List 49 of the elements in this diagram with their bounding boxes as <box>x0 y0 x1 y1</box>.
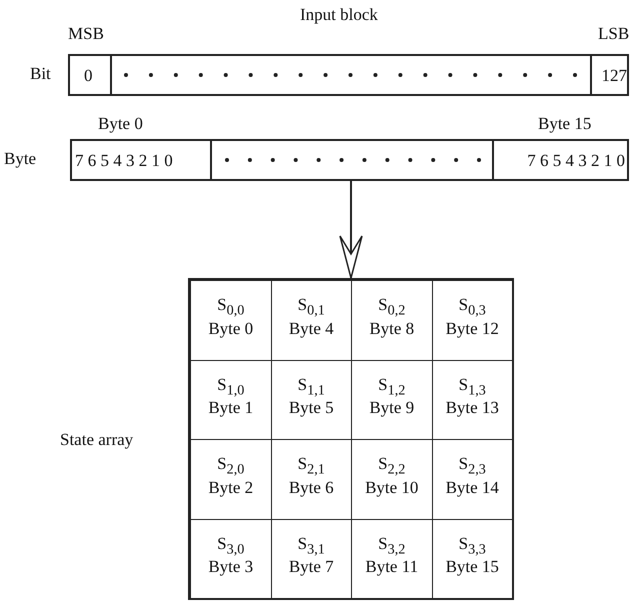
byte-label: Byte 8 <box>369 318 414 338</box>
byte-label: Byte 9 <box>369 398 414 418</box>
state-element: S$_{2,0}$ <box>217 454 244 478</box>
byte-label: Byte 13 <box>446 398 499 418</box>
arrow <box>339 181 363 279</box>
bit-order-label: LSB <box>598 25 630 42</box>
row-label: Bit <box>30 65 51 82</box>
state-element: S$_{3,0}$ <box>217 534 244 558</box>
state-element: S$_{0,1}$ <box>298 295 325 319</box>
state-element: S$_{2,1}$ <box>298 454 325 478</box>
byte-label: Byte 0 <box>208 318 254 338</box>
byte-label: Byte 11 <box>365 557 418 577</box>
byte-row-box <box>70 139 629 181</box>
block-title: Input block <box>300 6 378 23</box>
bit-row-box <box>68 54 629 96</box>
byte-label: Byte 12 <box>446 318 499 338</box>
byte-label: Byte 1 <box>208 398 254 418</box>
grid-label: State array <box>60 431 134 448</box>
state-element: S$_{1,3}$ <box>458 374 486 398</box>
state-element: S$_{3,3}$ <box>458 534 486 558</box>
state-element: S$_{1,1}$ <box>298 374 325 398</box>
state-element: S$_{0,0}$ <box>217 295 244 319</box>
byte-label: Byte 3 <box>208 557 254 577</box>
state-element: S$_{0,2}$ <box>378 295 406 319</box>
bit-order: 7 6 5 4 3 2 1 0 <box>75 152 173 169</box>
bit-order-label: MSB <box>68 25 104 42</box>
byte-label: Byte 2 <box>208 478 254 498</box>
state-element: S$_{2,3}$ <box>458 454 486 478</box>
state-element: S$_{1,2}$ <box>378 374 406 398</box>
byte-label: Byte 4 <box>288 318 334 338</box>
byte-label: Byte 15 <box>446 557 499 577</box>
state-element: S$_{0,3}$ <box>458 295 486 319</box>
state-element: S$_{1,0}$ <box>217 374 244 398</box>
state-element: S$_{3,2}$ <box>378 534 406 558</box>
byte-label: Byte 5 <box>288 398 334 418</box>
byte-label: Byte 6 <box>288 478 334 498</box>
byte-label: Byte 15 <box>538 115 592 132</box>
state-element: S$_{3,1}$ <box>298 534 325 558</box>
bit-number: 127 <box>602 67 627 84</box>
byte-label: Byte 0 <box>98 115 143 132</box>
byte-label: Byte 14 <box>446 478 499 498</box>
bit-order: 7 6 5 4 3 2 1 0 <box>527 152 625 169</box>
state-element: S$_{2,2}$ <box>378 454 406 478</box>
state-array-grid <box>188 278 514 600</box>
bit-number: 0 <box>84 67 92 84</box>
state-cell <box>190 280 272 360</box>
row-label: Byte <box>4 150 36 167</box>
byte-label: Byte 10 <box>365 478 418 498</box>
byte-label: Byte 7 <box>288 557 334 577</box>
